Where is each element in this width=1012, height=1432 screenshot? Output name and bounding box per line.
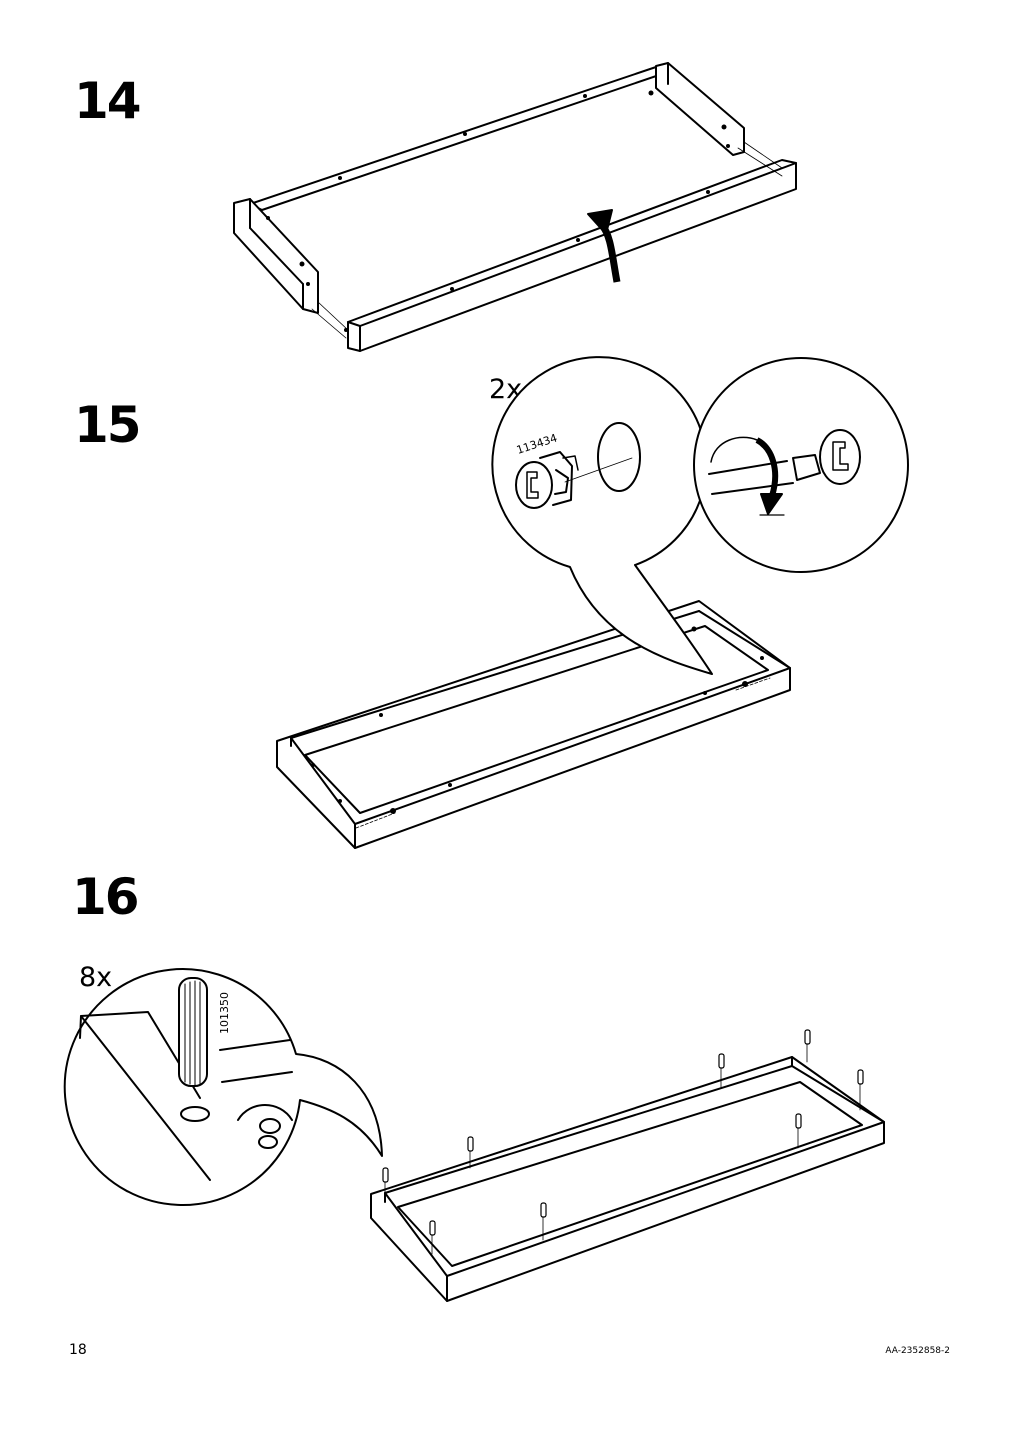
step-15-frame-illustration: 113434	[276, 356, 909, 849]
document-id: AA-2352858-2	[885, 1346, 950, 1356]
step-16-frame-illustration: 101350	[63, 968, 885, 1302]
step-14-number: 14	[74, 72, 142, 130]
step-16-quantity: 8x	[79, 962, 113, 993]
step-15-number: 15	[74, 396, 142, 454]
step-16-number: 16	[72, 868, 140, 926]
page-number: 18	[69, 1342, 87, 1358]
step-14-frame-illustration	[233, 62, 797, 352]
step-16-part-number: 101350	[218, 992, 231, 1034]
